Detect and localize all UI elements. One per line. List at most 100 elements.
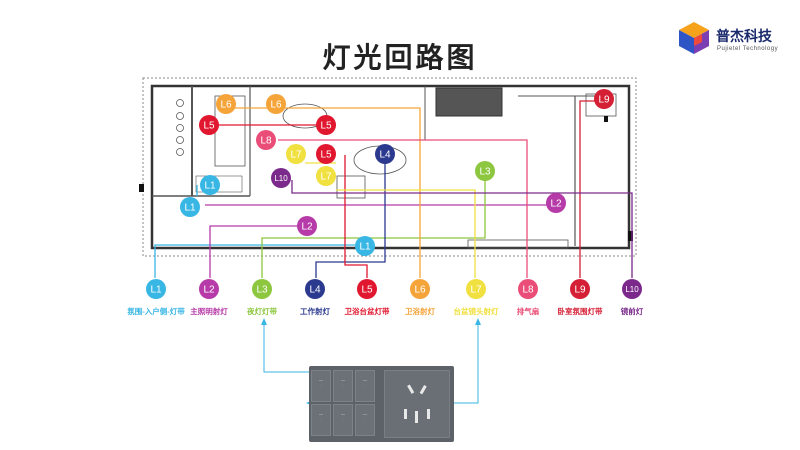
plan-marker-l7-circle <box>286 144 306 164</box>
plan-marker-l1: L1 <box>355 236 375 256</box>
plan-marker-l5: L5 <box>316 115 336 135</box>
legend-label-l9: 卧室氛围灯带 <box>557 307 603 316</box>
brand-logo: 普杰科技 Pujietel Technology <box>676 20 796 60</box>
legend-item-l1-code: L1 <box>150 285 162 296</box>
panel-key[interactable]: —. . <box>333 404 353 436</box>
legend-item-l7-circle <box>466 279 486 299</box>
plan-marker-l5-code: L5 <box>320 150 332 161</box>
circuit-wires <box>154 100 633 278</box>
panel-key[interactable]: —. . <box>333 370 353 402</box>
plan-marker-l2: L2 <box>546 193 566 213</box>
legend-label-l4: 工作射灯 <box>300 307 330 316</box>
legend-item-l9-circle <box>570 279 590 299</box>
legend-label-l10: 镜前灯 <box>620 307 644 316</box>
plan-marker-l3-circle <box>475 161 495 181</box>
plan-marker-l8: L8 <box>256 130 276 150</box>
legend-label-l5: 卫浴台盆灯带 <box>344 307 390 316</box>
plan-marker-l3-code: L3 <box>479 167 491 178</box>
legend-item-l1: L1 <box>146 279 166 299</box>
plan-marker-l8-code: L8 <box>260 136 272 147</box>
legend-item-l5-code: L5 <box>361 285 373 296</box>
legend-item-l3: L3 <box>252 279 272 299</box>
plan-marker-l9: L9 <box>594 89 614 109</box>
legend-item-l9-code: L9 <box>574 285 586 296</box>
legend-item-l1-circle <box>146 279 166 299</box>
panel-key[interactable]: —. . <box>311 404 331 436</box>
legend-item-l4-circle <box>305 279 325 299</box>
plan-marker-l5: L5 <box>199 115 219 135</box>
legend-label-l8: 排气扇 <box>516 307 540 316</box>
plan-marker-l1-code: L1 <box>184 203 196 214</box>
legend-item-l3-circle <box>252 279 272 299</box>
legend-item-l10-code: L10 <box>625 285 639 294</box>
plan-marker-l1-code: L1 <box>359 242 371 253</box>
plan-marker-l5-circle <box>199 115 219 135</box>
legend-item-l2-code: L2 <box>203 285 215 296</box>
plan-marker-l7: L7 <box>316 166 336 186</box>
plan-marker-l6-circle <box>216 94 236 114</box>
plan-marker-l3: L3 <box>475 161 495 181</box>
legend-item-l8-circle <box>518 279 538 299</box>
plan-marker-l5-circle <box>316 144 336 164</box>
plan-marker-l2-code: L2 <box>550 199 562 210</box>
legend-item-l7: L7 <box>466 279 486 299</box>
plan-marker-l7-code: L7 <box>290 150 302 161</box>
plan-marker-l2-code: L2 <box>301 222 313 233</box>
legend-item-l5: L5 <box>357 279 377 299</box>
plan-marker-l6-circle <box>266 94 286 114</box>
plan-marker-l8-circle <box>256 130 276 150</box>
plan-marker-l9-circle <box>594 89 614 109</box>
plan-marker-l1-circle <box>200 175 220 195</box>
legend-item-l8: L8 <box>518 279 538 299</box>
plan-marker-l4: L4 <box>375 144 395 164</box>
plan-marker-l9-code: L9 <box>598 95 610 106</box>
legend-item-l7-code: L7 <box>470 285 482 296</box>
legend-item-l2-circle <box>199 279 219 299</box>
plan-marker-l6: L6 <box>216 94 236 114</box>
plan-marker-l4-code: L4 <box>379 150 391 161</box>
panel-key[interactable]: —. . <box>355 370 375 402</box>
page-title: 灯光回路图 <box>322 42 478 73</box>
legend-item-l9: L9 <box>570 279 590 299</box>
panel-key[interactable]: —. . <box>355 404 375 436</box>
brand-subtitle: Pujietel Technology <box>717 46 779 52</box>
plan-marker-l2-circle <box>297 216 317 236</box>
legend-item-l2: L2 <box>199 279 219 299</box>
legend-item-l4-code: L4 <box>309 285 321 296</box>
plan-marker-l1-circle <box>180 197 200 217</box>
plan-marker-l2: L2 <box>297 216 317 236</box>
legend-label-l2: 主照明射灯 <box>190 307 228 316</box>
cube-logo-icon <box>679 22 709 54</box>
plan-marker-l10-code: L10 <box>274 174 288 183</box>
legend-label-l1: 氛围-入户侧-灯带 <box>127 307 185 316</box>
legend-item-l6-circle <box>410 279 430 299</box>
plan-marker-l5-code: L5 <box>203 121 215 132</box>
legend-item-l10-circle <box>622 279 642 299</box>
legend-item-l8-code: L8 <box>522 285 534 296</box>
plan-marker-l7-circle <box>316 166 336 186</box>
legend-label-l6: 卫浴射灯 <box>405 307 435 316</box>
plan-marker-l6-code: L6 <box>220 100 232 111</box>
plan-marker-l10: L10 <box>271 168 291 188</box>
plan-marker-l2-circle <box>546 193 566 213</box>
plan-marker-l6-code: L6 <box>270 100 282 111</box>
legend: L1 L2 L3 L4 L5 L6 L7 L8 L9 L10 <box>146 279 642 299</box>
plan-marker-l7-code: L7 <box>320 172 332 183</box>
plan-marker-l7: L7 <box>286 144 306 164</box>
brand-name: 普杰科技 <box>716 28 772 44</box>
legend-label-l3: 夜灯灯带 <box>247 307 277 316</box>
panel-key[interactable]: —. . <box>311 370 331 402</box>
plan-marker-l5: L5 <box>316 144 336 164</box>
legend-item-l4: L4 <box>305 279 325 299</box>
legend-item-l10: L10 <box>622 279 642 299</box>
plan-marker-l1: L1 <box>200 175 220 195</box>
plan-marker-l1: L1 <box>180 197 200 217</box>
power-socket[interactable] <box>384 370 450 438</box>
plan-marker-l10-circle <box>271 168 291 188</box>
legend-item-l3-code: L3 <box>256 285 268 296</box>
plan-marker-l1-circle <box>355 236 375 256</box>
plan-marker-l5-circle <box>316 115 336 135</box>
legend-item-l6-code: L6 <box>414 285 426 296</box>
